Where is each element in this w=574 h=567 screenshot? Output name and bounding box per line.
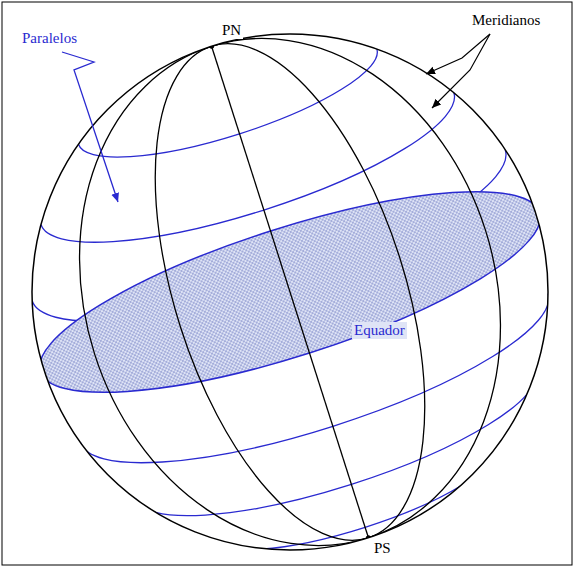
pole-label: PS xyxy=(372,540,393,557)
pole-label: PN xyxy=(220,22,243,39)
meridians xyxy=(16,0,563,567)
leader-arrow xyxy=(62,52,118,202)
equator-label: Equador xyxy=(352,322,407,339)
meridians-label: Meridianos xyxy=(470,12,542,29)
leader-arrow xyxy=(426,34,490,74)
leader-arrow xyxy=(432,34,490,108)
parallels-label: Paralelos xyxy=(20,30,79,47)
globe-outline xyxy=(32,34,548,550)
